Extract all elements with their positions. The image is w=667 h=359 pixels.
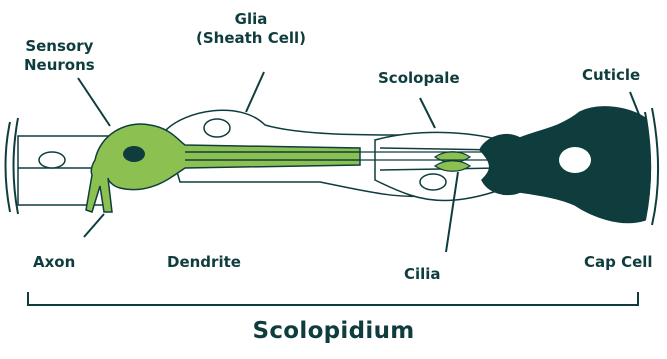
left-wall [6, 118, 19, 214]
label-sensory-neurons-line1: Sensory [24, 37, 95, 56]
leader-scolopale [420, 98, 435, 128]
cap-cell-nucleus [559, 147, 591, 173]
label-sensory-neurons-line2: Neurons [24, 56, 95, 75]
scolopidium-bracket [28, 292, 638, 305]
label-dendrite: Dendrite [167, 253, 241, 272]
label-sensory-neurons: Sensory Neurons [24, 37, 95, 75]
scolopale-nucleus [420, 174, 446, 190]
neuron-nucleus [123, 146, 145, 162]
label-glia: Glia (Sheath Cell) [196, 10, 306, 48]
label-glia-line1: Glia [196, 10, 306, 29]
label-cilia: Cilia [404, 265, 441, 284]
label-cap-cell: Cap Cell [584, 253, 653, 272]
glia-nucleus [204, 119, 230, 137]
leader-axon [84, 214, 104, 237]
left-cell-nucleus [39, 152, 65, 168]
leader-glia [246, 72, 264, 112]
label-scolopale: Scolopale [378, 69, 460, 88]
left-wall-line-outer [6, 122, 11, 212]
label-glia-line2: (Sheath Cell) [196, 29, 306, 48]
label-cuticle: Cuticle [582, 66, 640, 85]
diagram-title: Scolopidium [0, 318, 667, 344]
cap-cell [480, 107, 650, 223]
label-axon: Axon [33, 253, 75, 272]
leader-sensory-neurons [78, 78, 110, 126]
right-wall-line-outer [652, 108, 658, 225]
